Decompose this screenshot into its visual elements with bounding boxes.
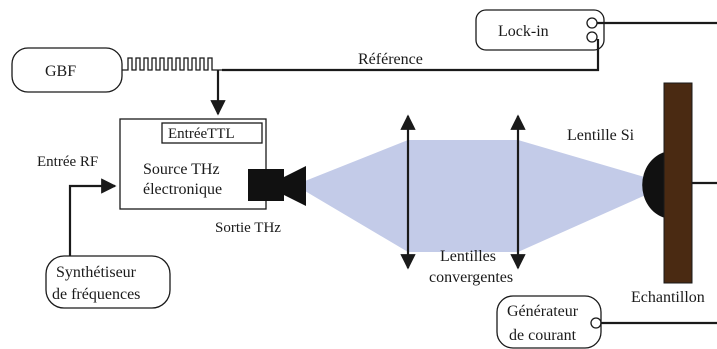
synthesizer-label-line1: Synthétiseur xyxy=(56,264,137,281)
lentille-si-label: Lentille Si xyxy=(567,127,635,144)
lockin-label: Lock-in xyxy=(498,23,549,40)
lockin-reference-connector xyxy=(586,31,598,43)
generator-label-line2: de courant xyxy=(509,327,577,344)
generator-label-line1: Générateur xyxy=(507,303,579,320)
lentilles-label-line2: convergentes xyxy=(429,269,513,286)
sortie-thz-label: Sortie THz xyxy=(215,220,281,236)
synthesizer-label-line2: de fréquences xyxy=(52,286,140,303)
gbf-label: GBF xyxy=(45,63,76,80)
lentilles-label-line1: Lentilles xyxy=(440,248,496,265)
thz-output-block xyxy=(248,169,284,201)
thz-horn-icon xyxy=(282,166,306,206)
rf-input-arrow xyxy=(68,178,117,256)
source-label-line2: électronique xyxy=(143,181,222,198)
reference-label: Référence xyxy=(358,51,423,68)
silicon-lens xyxy=(642,152,665,218)
entree-ttl-label: EntréeTTL xyxy=(168,126,235,142)
lockin-box xyxy=(475,9,605,51)
thz-beam xyxy=(305,140,648,252)
reference-wire xyxy=(222,39,600,72)
synthesizer-box xyxy=(45,255,171,309)
entree-ttl-box xyxy=(161,122,263,144)
sample-bar xyxy=(663,82,693,284)
echantillon-label: Echantillon xyxy=(631,289,705,306)
source-label-line1: Source THz xyxy=(143,161,220,178)
entree-rf-label: Entrée RF xyxy=(37,154,98,170)
square-wave-icon xyxy=(122,57,222,71)
